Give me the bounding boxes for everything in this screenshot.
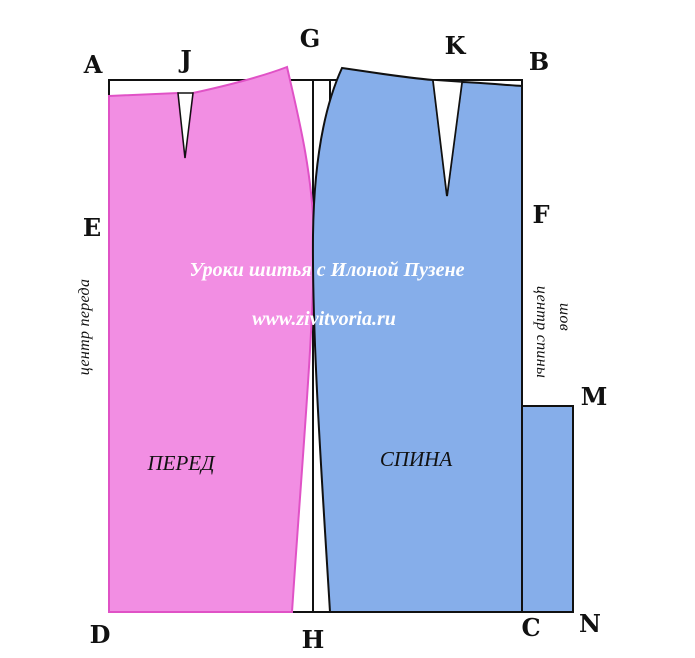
point-label-j: J [178, 45, 191, 74]
back-panel-label: СПИНА [380, 447, 453, 471]
back-dart [432, 79, 463, 197]
point-label-m: M [581, 382, 608, 411]
point-label-f: F [532, 200, 549, 229]
front-panel [108, 65, 316, 613]
back-extension-panel [521, 405, 574, 613]
darts [177, 79, 463, 197]
point-label-n: N [579, 609, 601, 638]
back-panel [311, 66, 523, 613]
watermark-url: www.zivitvoria.ru [252, 308, 396, 330]
point-label-c: C [521, 613, 540, 642]
center-front-label: центр переда [76, 279, 93, 376]
point-label-d: D [90, 620, 111, 649]
point-label-g: G [300, 24, 321, 53]
point-label-k: K [445, 31, 467, 60]
watermark-title: Уроки шитья с Илоной Пузене [190, 259, 465, 281]
front-dart [177, 92, 194, 159]
point-label-h: H [302, 625, 325, 654]
front-panel-label: ПЕРЕД [146, 451, 216, 475]
point-label-b: B [529, 47, 549, 76]
point-label-e: E [83, 213, 101, 242]
center-back-label: центр спины [533, 286, 550, 378]
point-label-a: A [83, 50, 103, 79]
seam-label: шов [556, 303, 573, 331]
